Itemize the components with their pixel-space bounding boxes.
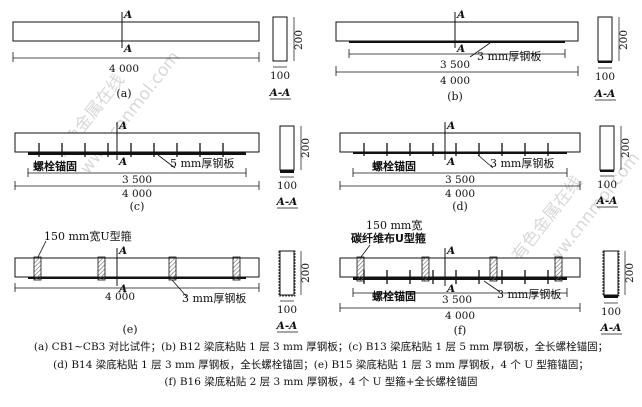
- section-mark: A: [446, 245, 455, 257]
- panel-label: (d): [452, 200, 468, 213]
- cross-section: [279, 125, 295, 171]
- steel-plate: [353, 152, 567, 154]
- beam-elevation: [339, 257, 581, 278]
- panel-a: A A 4 000 (a) 200 100 A-A: [12, 9, 305, 100]
- plate-label: 3 mm厚钢板: [497, 287, 561, 301]
- section-width-label: 100: [595, 71, 615, 83]
- caption-line: (f) B16 梁底粘贴 2 层 3 mm 厚钢板，4 个 U 型箍+全长螺栓锚…: [164, 376, 478, 388]
- section-height-label: 200: [618, 30, 630, 50]
- cfrp-label-line2: 碳纤维布U型箍: [351, 231, 426, 245]
- leader-line: [483, 280, 501, 293]
- panel-f: 150 mm宽 碳纤维布U型箍 A A 螺栓锚固 3 500 3 mm厚钢板 4…: [339, 218, 636, 337]
- section-title: A-A: [600, 322, 622, 334]
- dim-bond-label: 3 500: [442, 294, 472, 306]
- beam-elevation: [339, 132, 581, 153]
- cfrp-label-line1: 150 mm宽: [366, 218, 422, 232]
- section-mark: A: [446, 120, 455, 132]
- dim-length-label: 4 000: [445, 310, 475, 322]
- section-title: A-A: [596, 195, 618, 207]
- section-mark: A: [118, 156, 127, 168]
- section-width-label: 100: [270, 70, 290, 82]
- figure-caption: (a) CB1~CB3 对比试件；(b) B12 梁底粘贴 1 层 3 mm 厚…: [0, 339, 642, 392]
- section-height-label: 200: [620, 138, 632, 158]
- plate-label: 3 mm厚钢板: [477, 49, 541, 63]
- section-title: A-A: [594, 88, 616, 100]
- dim-length-label: 4 000: [445, 188, 475, 200]
- steel-plate: [28, 277, 246, 279]
- panel-label: (b): [447, 90, 463, 103]
- leader-line: [469, 42, 491, 58]
- dim-bond-label: 3 500: [122, 174, 152, 186]
- bolt-row: [38, 143, 224, 157]
- caption-line: (d) B14 梁底粘贴 1 层 3 mm 厚钢板，全长螺栓锚固；(e) B15…: [53, 358, 589, 371]
- section-width-label: 100: [597, 179, 617, 191]
- section-mark: A: [446, 156, 455, 168]
- steel-plate: [353, 277, 567, 280]
- panel-label: (f): [454, 324, 467, 337]
- panel-b: A A 3 mm厚钢板 3 500 4 000 (b) 200 100 A-A: [335, 9, 630, 103]
- section-height-label: 200: [300, 138, 312, 158]
- panel-e: 150 mm宽U型箍 A A 4 000 3 mm厚钢板 (e) 200 100…: [14, 229, 312, 336]
- plate-label: 3 mm厚钢板: [182, 291, 246, 305]
- dim-length-label: 4 000: [440, 75, 470, 87]
- leader-line: [171, 279, 188, 298]
- section-height-label: 200: [624, 263, 636, 283]
- panel-c: A A 螺栓锚固 5 mm厚钢板 3 500 4 000 (c) 200 100…: [14, 120, 312, 213]
- bolt-row: [363, 143, 549, 156]
- beam-elevation: [12, 21, 260, 42]
- section-mark: A: [456, 9, 465, 21]
- panel-label: (c): [130, 200, 145, 213]
- section-mark: A: [118, 120, 127, 132]
- section-width-label: 100: [277, 180, 297, 192]
- u-stirrups: [33, 256, 241, 281]
- panel-label: (e): [122, 323, 137, 336]
- section-width-label: 100: [601, 306, 621, 318]
- caption-line: (a) CB1~CB3 对比试件；(b) B12 梁底粘贴 1 层 3 mm 厚…: [33, 341, 609, 353]
- section-mark: A: [123, 9, 132, 21]
- beam-specimen-diagram: 有色金属在线 www.cnnmol.com 有色金属在线 www.cnnmol.…: [12, 9, 642, 337]
- leader-line: [477, 154, 494, 169]
- steel-plate: [349, 41, 565, 43]
- plate-label: 5 mm厚钢板: [170, 156, 234, 170]
- cross-section: [597, 16, 613, 62]
- steel-plate: [28, 152, 246, 155]
- dim-bond-label: 3 500: [445, 174, 475, 186]
- bolt-label: 螺栓锚固: [372, 289, 416, 303]
- bolt-row: [363, 270, 549, 284]
- section-height-label: 200: [293, 30, 305, 50]
- section-mark: A: [118, 245, 127, 257]
- section-title: A-A: [276, 196, 298, 208]
- beam-elevation: [335, 21, 579, 42]
- section-mark: A: [123, 43, 132, 55]
- dim-length-label: 4 000: [109, 63, 139, 75]
- leader-line: [157, 154, 176, 169]
- section-title: A-A: [269, 87, 291, 99]
- section-title: A-A: [276, 320, 298, 332]
- beam-elevation: [14, 257, 260, 278]
- leader-line: [360, 244, 371, 258]
- section-mark: A: [456, 43, 465, 55]
- cross-section: [272, 16, 288, 62]
- plate-label: 3 mm厚钢板: [490, 156, 554, 170]
- bolt-label: 螺栓锚固: [372, 159, 416, 173]
- section-height-label: 200: [300, 263, 312, 283]
- section-mark: A: [118, 283, 127, 295]
- cross-section: [599, 125, 615, 171]
- dim-bond-label: 3 500: [440, 59, 470, 71]
- section-mark: A: [446, 283, 455, 295]
- dim-length-label: 4 000: [105, 291, 135, 303]
- section-width-label: 100: [277, 304, 297, 316]
- cross-section: [603, 250, 619, 296]
- bolt-label: 螺栓锚固: [33, 159, 77, 173]
- panel-label: (a): [116, 87, 131, 100]
- dim-length-label: 4 000: [122, 188, 152, 200]
- cross-section: [279, 250, 295, 296]
- u-stirrup-label: 150 mm宽U型箍: [44, 229, 132, 243]
- leader-line: [37, 240, 47, 258]
- panel-d: A A 螺栓锚固 3 mm厚钢板 3 500 4 000 (d) 200 100…: [339, 120, 632, 213]
- cfrp-u-stirrups: [356, 256, 563, 282]
